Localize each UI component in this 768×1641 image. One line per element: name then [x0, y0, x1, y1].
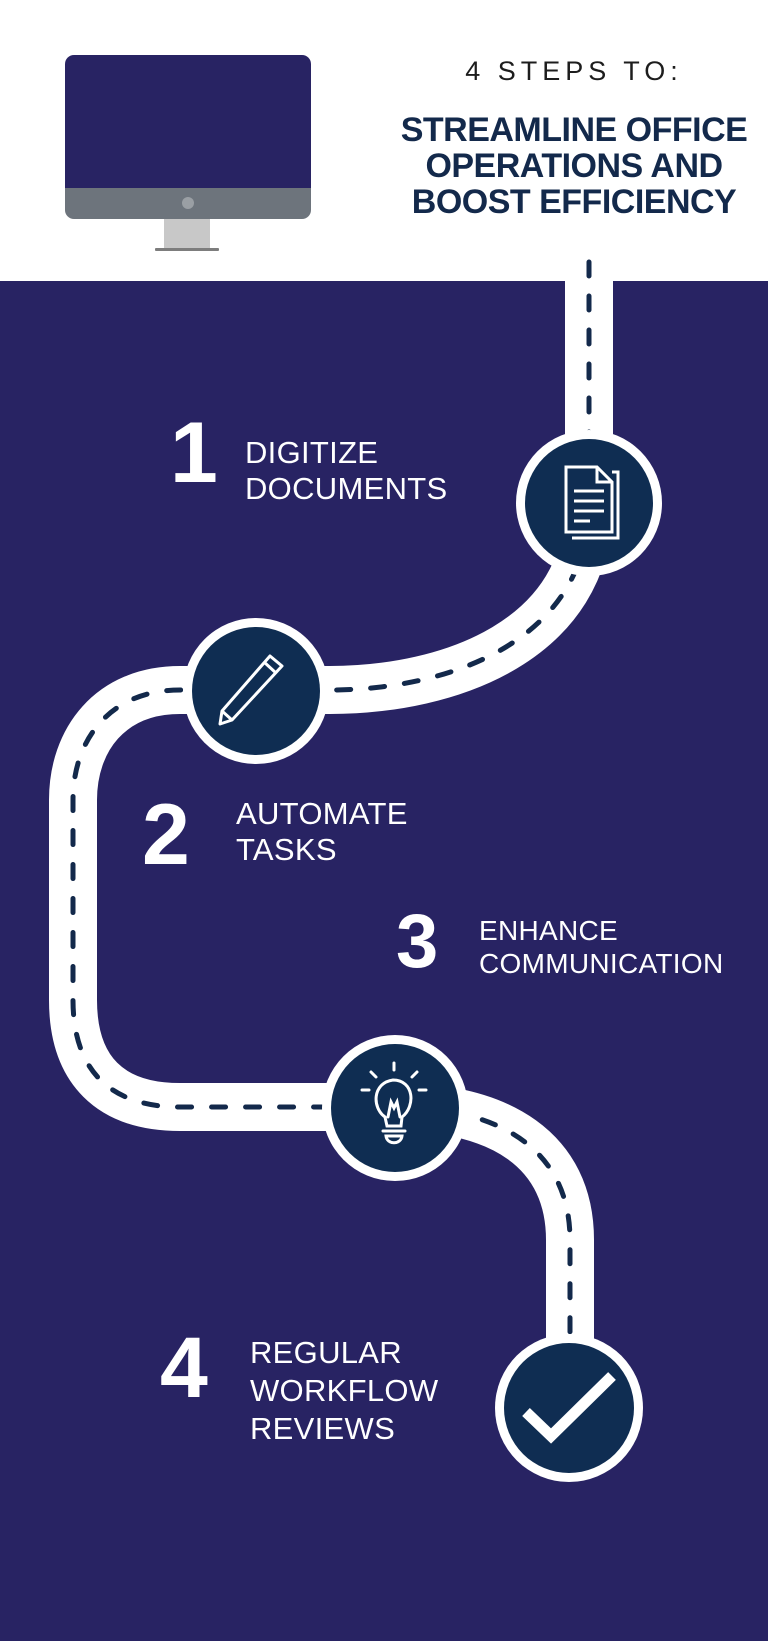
step-4-label: REGULAR WORKFLOW REVIEWS [250, 1334, 438, 1448]
monitor-power-dot [182, 197, 194, 209]
step-4-line: REGULAR [250, 1335, 402, 1370]
step-2-circle [183, 618, 329, 764]
step-1-label: DIGITIZE DOCUMENTS [245, 435, 447, 507]
lightbulb-icon [360, 1061, 428, 1145]
step-4-number: 4 [160, 1320, 208, 1416]
step-1-circle [516, 430, 662, 576]
header: 4 STEPS TO: STREAMLINE OFFICE OPERATIONS… [0, 0, 768, 281]
step-4-line: REVIEWS [250, 1411, 396, 1446]
step-3-circle [322, 1035, 468, 1181]
step-3-line: COMMUNICATION [479, 948, 724, 979]
step-2-number: 2 [142, 787, 190, 883]
title-line: BOOST EFFICIENCY [411, 183, 737, 221]
monitor-icon [65, 55, 311, 189]
step-3-line: ENHANCE [479, 915, 619, 946]
step-1-number: 1 [170, 405, 218, 501]
checkmark-icon [522, 1372, 616, 1444]
step-3-number: 3 [396, 899, 439, 984]
page-title: STREAMLINE OFFICE OPERATIONS AND BOOST E… [380, 112, 768, 220]
step-1-line: DIGITIZE [245, 435, 379, 470]
title-line: STREAMLINE OFFICE [400, 111, 748, 149]
monitor-stand [164, 219, 210, 249]
road-dashes [70, 259, 592, 1411]
documents-icon [564, 465, 620, 540]
step-4-circle [495, 1334, 643, 1482]
title-line: OPERATIONS AND [425, 147, 723, 185]
step-2-line: TASKS [236, 832, 337, 867]
monitor-base [155, 248, 219, 251]
step-3-label: ENHANCE COMMUNICATION [479, 914, 723, 980]
step-4-line: WORKFLOW [250, 1373, 439, 1408]
step-1-line: DOCUMENTS [245, 471, 448, 506]
pencil-icon [218, 654, 284, 726]
step-2-line: AUTOMATE [236, 796, 408, 831]
step-2-label: AUTOMATE TASKS [236, 796, 408, 868]
subtitle: 4 STEPS TO: [465, 56, 683, 86]
